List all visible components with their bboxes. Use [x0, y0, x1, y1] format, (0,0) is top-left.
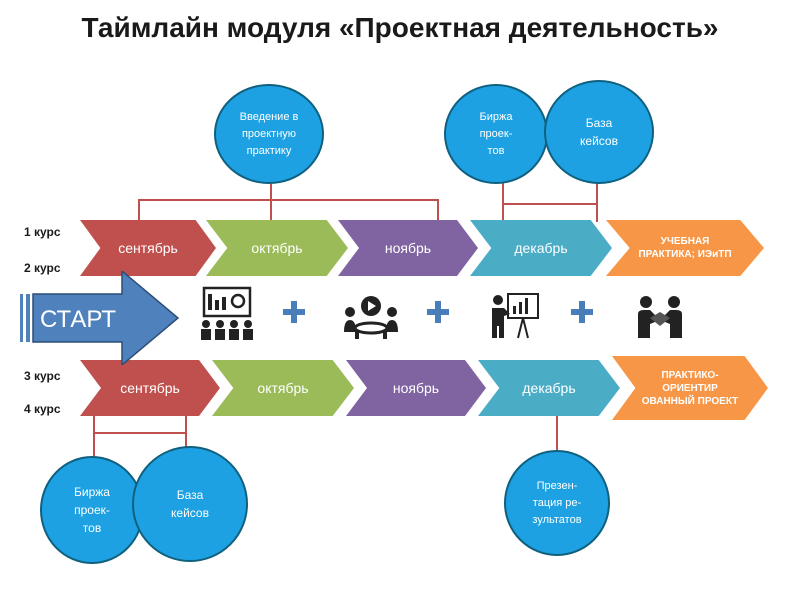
course-label-3: 3 курс [24, 369, 61, 383]
course-label-1: 1 курс [24, 225, 61, 239]
plus-icon [283, 301, 305, 323]
bottom-chevron-september: сентябрь [80, 360, 220, 416]
top-chevron-september: сентябрь [80, 220, 216, 276]
team-video-icon [344, 296, 398, 339]
connector-line [596, 180, 598, 222]
connector-line [502, 180, 504, 222]
circle-birzha-bottom: Биржа проек- тов [40, 456, 144, 564]
top-chevron-december: декабрь [470, 220, 612, 276]
start-label: СТАРТ [40, 306, 116, 333]
bottom-chevron-project: ПРАКТИКО-ОРИЕНТИР ОВАННЫЙ ПРОЕКТ [612, 356, 768, 420]
circle-presentation: Презен- тация ре- зультатов [504, 450, 610, 556]
bottom-chevron-december: декабрь [478, 360, 620, 416]
connector-line [270, 184, 272, 200]
start-arrow [20, 271, 180, 365]
top-chevron-practice: УЧЕБНАЯ ПРАКТИКА; ИЭиТП [606, 220, 764, 276]
connector-line [270, 199, 272, 221]
plus-icon [571, 301, 593, 323]
connector-line [185, 410, 187, 470]
connector-line [138, 199, 438, 201]
plus-icon [427, 301, 449, 323]
course-label-2: 2 курс [24, 261, 61, 275]
connector-line [138, 199, 140, 221]
bottom-chevron-october: октябрь [212, 360, 354, 416]
meeting-presentation-icon [201, 286, 253, 340]
top-chevron-october: октябрь [206, 220, 348, 276]
page-title: Таймлайн модуля «Проектная деятельность» [81, 12, 719, 43]
connector-line [93, 432, 187, 434]
connector-line [556, 412, 558, 454]
bottom-chevron-november: ноябрь [346, 360, 486, 416]
handshake-icon [638, 296, 682, 338]
circle-intro: Введение в проектную практику [214, 84, 324, 184]
connector-line [502, 203, 598, 205]
connector-line [437, 199, 439, 221]
course-label-4: 4 курс [24, 402, 61, 416]
circle-baza-bottom: База кейсов [132, 446, 248, 562]
circle-birzha-top: Биржа проек- тов [444, 84, 548, 184]
presenter-board-icon [492, 293, 539, 339]
circle-baza-top: База кейсов [544, 80, 654, 184]
connector-line [93, 410, 95, 458]
top-chevron-november: ноябрь [338, 220, 478, 276]
